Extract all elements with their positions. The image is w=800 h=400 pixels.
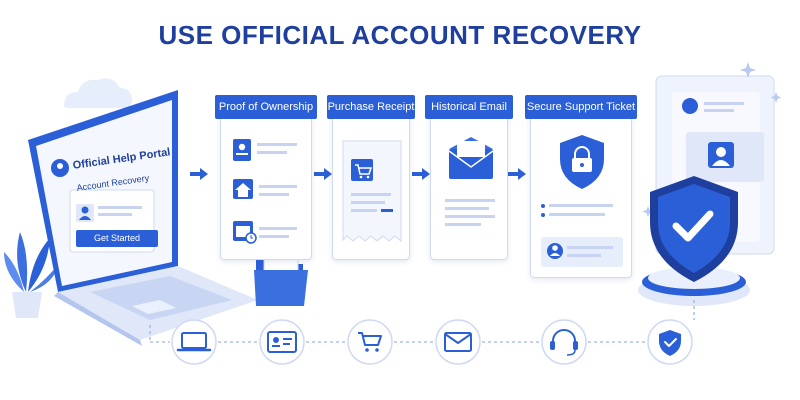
bottom-connector-lines bbox=[149, 300, 695, 343]
step-card-purchase-receipt: Purchase Receipt bbox=[327, 95, 415, 260]
sparkle-icon bbox=[642, 62, 782, 217]
padlock-icon bbox=[560, 135, 604, 189]
page-title: USE OFFICIAL ACCOUNT RECOVERY bbox=[158, 20, 642, 50]
step-label: Proof of Ownership bbox=[215, 95, 317, 119]
arrow-icon bbox=[190, 168, 208, 180]
arrow-icon bbox=[412, 168, 430, 180]
step-contents bbox=[342, 140, 402, 243]
step-contents bbox=[541, 135, 623, 267]
envelope-icon bbox=[448, 137, 494, 179]
get-started-button[interactable]: Get Started bbox=[76, 230, 158, 247]
home-icon bbox=[233, 179, 253, 199]
cloud-icon bbox=[64, 78, 132, 108]
step-contents bbox=[445, 137, 495, 226]
step-label: Secure Support Ticket bbox=[525, 95, 637, 119]
arrow-icon bbox=[314, 168, 332, 180]
step-contents bbox=[233, 139, 297, 244]
step-card-historical-email: Historical Email bbox=[425, 95, 513, 260]
plant-icon bbox=[4, 232, 60, 318]
shield-check-illustration bbox=[638, 176, 750, 306]
step-label: Historical Email bbox=[425, 95, 513, 119]
flow-arrows bbox=[190, 168, 526, 180]
folder-icon bbox=[254, 251, 308, 306]
id-card-icon bbox=[233, 139, 251, 161]
user-card-icon bbox=[541, 237, 623, 267]
calendar-clock-icon bbox=[233, 221, 257, 244]
step-card-proof-of-ownership: Proof of Ownership bbox=[215, 95, 317, 260]
arrow-icon bbox=[508, 168, 526, 180]
step-label: Purchase Receipt bbox=[327, 95, 415, 119]
shopping-cart-icon bbox=[351, 159, 373, 181]
step-card-secure-support-ticket: Secure Support Ticket bbox=[525, 95, 637, 278]
receipt-icon bbox=[342, 140, 402, 243]
